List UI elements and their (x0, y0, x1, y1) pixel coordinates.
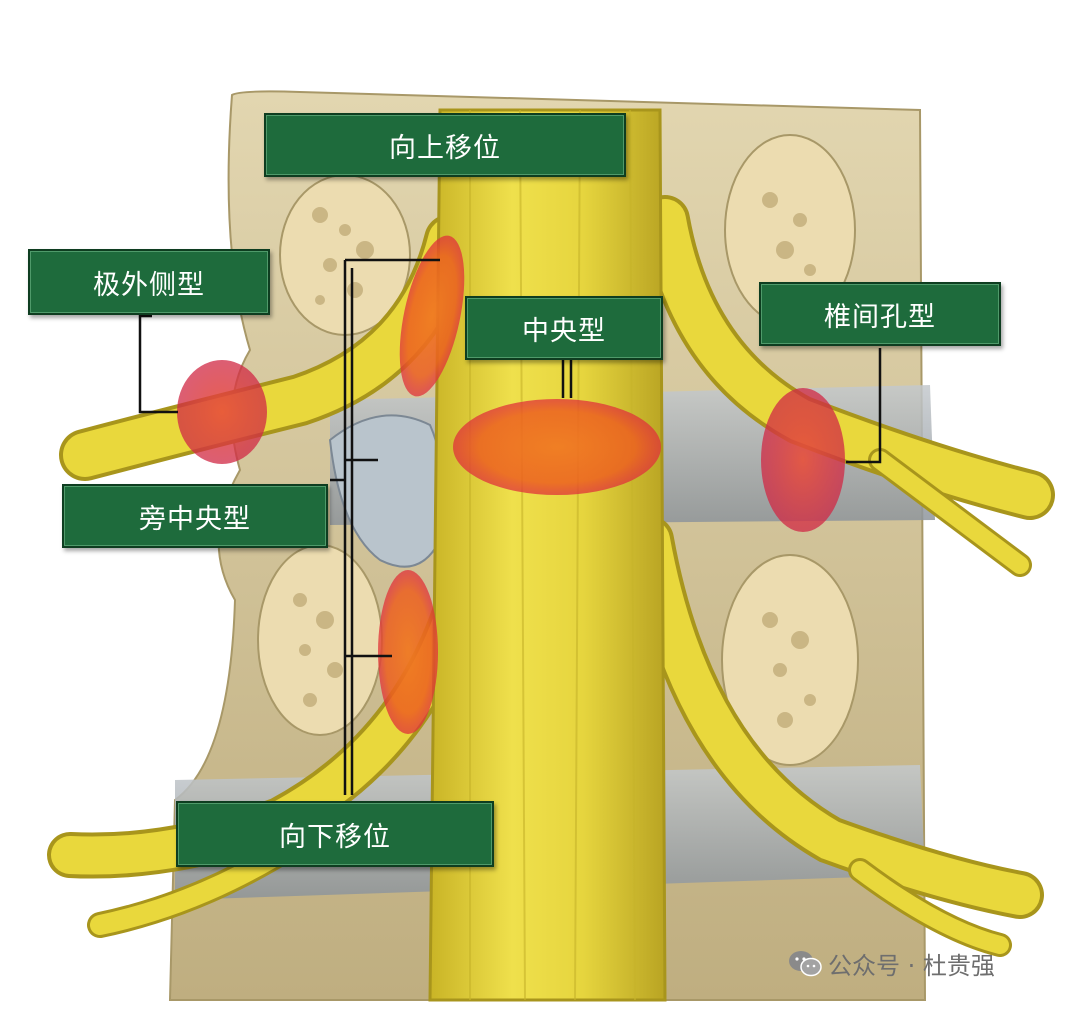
zone-foraminal (761, 388, 845, 532)
label-paracentral: 旁中央型 (62, 484, 328, 548)
herniation-zones (177, 235, 845, 734)
leader-foraminal (846, 348, 882, 464)
label-foraminal: 椎间孔型 (759, 282, 1001, 346)
leader-central (561, 358, 573, 398)
label-central: 中央型 (465, 296, 663, 360)
label-upward: 向上移位 (264, 113, 626, 177)
wechat-icon (789, 950, 822, 976)
zone-far-lateral (177, 360, 267, 464)
label-downward: 向下移位 (176, 801, 494, 867)
label-far-lateral: 极外侧型 (28, 249, 270, 315)
zone-downward (378, 570, 438, 734)
zone-upward (399, 235, 465, 397)
pedicle-lower-left (257, 544, 383, 736)
zone-central (453, 399, 661, 495)
pedicle-lower-right (721, 554, 859, 766)
watermark-text: 公众号 · 杜贵强 (828, 952, 995, 980)
leader-upward-downward (343, 258, 440, 795)
leader-lines (138, 258, 882, 795)
watermark: 公众号 · 杜贵强 (788, 946, 995, 981)
leader-far-lateral (138, 314, 178, 414)
